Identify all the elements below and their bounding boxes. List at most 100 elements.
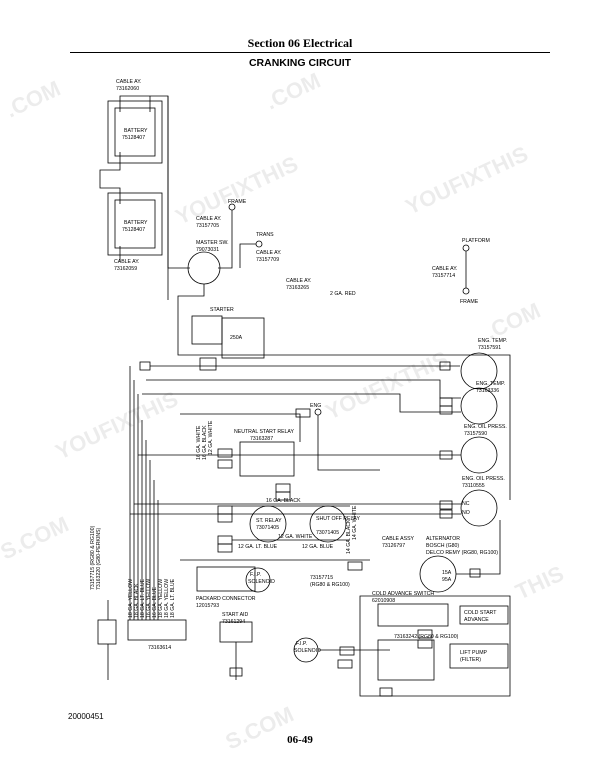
page-number: 06-49	[287, 734, 313, 746]
cold-start-label-a: COLD START	[464, 610, 497, 616]
section-header: Section 06 Electrical	[247, 36, 353, 50]
eng-oil-1-label: ENG. OIL PRESS.	[464, 424, 507, 430]
amp-15-label: 15A	[442, 570, 452, 576]
cable-ay-4-label: CABLE AY.	[256, 250, 281, 256]
battery-2-label: BATTERY	[124, 220, 148, 226]
diagram-title: CRANKING CIRCUIT	[248, 57, 352, 69]
wire-14-black-label: 14 GA. BLACK	[346, 519, 352, 554]
master-sw-pn: 79073031	[196, 247, 219, 253]
watermark-c: YOUFIXTHIS	[402, 141, 532, 219]
cable-ay-1-label: CABLE AY.	[116, 79, 141, 85]
amp-95-label: 95A	[442, 577, 452, 583]
frame-ground-1	[228, 203, 236, 211]
wire-12-blue-label: 12 GA. BLUE	[302, 544, 334, 550]
packard-pn: 12015793	[196, 603, 219, 609]
harness-v1-label: 73157715 (RG80 & RG100)	[90, 525, 96, 590]
wire-ltblue: 18 GA. LT. BLUE	[140, 578, 146, 618]
cable-ay-2-label: CABLE AY.	[114, 259, 139, 265]
connector-pn-label: 73163614	[148, 645, 171, 651]
fip-solenoid-2-label-a: F.I.P.	[296, 641, 307, 647]
red-2ga-label: 2 GA. RED	[330, 291, 356, 297]
eng-temp-2-label: ENG. TEMP.	[476, 381, 505, 387]
starter-label: STARTER	[210, 307, 234, 313]
cable-ay-5-pn: 73157714	[432, 273, 455, 279]
cold-start-label-b: ADVANCE	[464, 617, 489, 623]
lift-pump-label-a: LIFT PUMP	[460, 650, 488, 656]
cable-ay-3-label: CABLE AY.	[196, 216, 221, 222]
wire-v-16-black-label: 16 GA. BLACK	[202, 425, 208, 460]
frame-ground-2	[462, 287, 470, 295]
harness-v2-label: 73163220 (G80-PERKINS)	[96, 527, 102, 590]
wire-yellow-4: 18 GA. YELLOW	[164, 579, 170, 618]
cable-assy-pn: 73126797	[382, 543, 405, 549]
eng-oil-1-sender	[460, 436, 498, 474]
neutral-relay-pn: 73163287	[250, 436, 273, 442]
st-relay-pn: 73071405	[256, 525, 279, 531]
wire-black: 18 GA. BLACK	[134, 583, 140, 618]
battery-1	[107, 100, 163, 164]
eng-temp-1-sender	[460, 352, 498, 390]
wire-yellow-3: 18 GA. YELLOW	[158, 579, 164, 618]
lift-pump	[449, 643, 509, 669]
battery-1-pn: 75128407	[122, 135, 145, 141]
packard-connector	[127, 619, 187, 641]
eng-node	[314, 408, 322, 416]
alternator-b-label: BOSCH (G80)	[426, 543, 459, 549]
shutoff-relay	[309, 505, 347, 543]
fip-solenoid-2-label-b: SOLENOID	[294, 648, 321, 654]
starter-amp-label: 250A	[230, 335, 243, 341]
start-aid	[219, 621, 253, 643]
battery-2	[107, 192, 163, 256]
inline-connector	[97, 619, 117, 645]
wire-16-black-label: 16 GA. BLACK	[266, 498, 301, 504]
cold-start-advance	[459, 605, 509, 625]
no-label: NO	[462, 510, 470, 516]
watermark-f: THIS	[512, 561, 568, 605]
wire-yellow-2: 16 GA. YELLOW	[146, 579, 152, 618]
harness-73163242-label: 73163242 (RG80 & RG100)	[394, 634, 459, 640]
cable-ay-1-pn: 73162060	[116, 86, 139, 92]
battery-2-pn: 75128407	[122, 227, 145, 233]
cold-advance-pn: 62010908	[372, 598, 395, 604]
fip-solenoid-1-label-b: SOLENOID	[248, 579, 275, 585]
alternator-c-label: DELCO REMY (RG80, RG100)	[426, 550, 498, 556]
harness-73157715-b-label: (RG80 & RG100)	[310, 582, 350, 588]
cable-assy-label: CABLE ASSY	[382, 536, 415, 542]
wire-12-lt-blue-label: 12 GA. LT. BLUE	[238, 544, 278, 550]
eng-oil-2-label: ENG. OIL PRESS.	[462, 476, 505, 482]
wire-14-white-label: 14 GA. WHITE	[352, 505, 358, 540]
lift-pump-connector	[377, 639, 435, 681]
nc-label: NC	[462, 501, 470, 507]
master-sw-label: MASTER SW.	[196, 240, 229, 246]
header-rule	[70, 52, 550, 53]
cable-ay-4-pn: 73157709	[256, 257, 279, 263]
eng-temp-2-sender	[460, 387, 498, 425]
start-aid-label: START AID	[222, 612, 248, 618]
platform-ground	[462, 244, 470, 252]
wire-blue: 16 GA. BLUE	[152, 586, 158, 618]
eng-oil-2-pn: 73110555	[462, 483, 485, 489]
eng-oil-1-pn: 73157590	[464, 431, 487, 437]
cable-ay-6-label: CABLE AY.	[286, 278, 311, 284]
doc-number: 20000451	[68, 712, 104, 721]
watermark-g: .COM	[262, 68, 325, 115]
cable-ay-5-label: CABLE AY.	[432, 266, 457, 272]
harness-73157715-label: 73157715	[310, 575, 333, 581]
shutoff-relay-label: SHUT OFF RELAY	[316, 516, 360, 522]
fip-solenoid-1-connector	[196, 566, 256, 592]
cable-ay-6-pn: 73163265	[286, 285, 309, 291]
cable-ay-2-pn: 73162059	[114, 266, 137, 272]
eng-oil-2-sender	[460, 489, 498, 527]
frame-1-label: FRAME	[228, 199, 247, 205]
start-aid-pn: 73161294	[222, 619, 245, 625]
trans-ground	[255, 240, 263, 248]
watermark-b: YOUFIXTHIS	[172, 151, 302, 229]
battery-1-inner	[114, 107, 156, 157]
battery-1-label: BATTERY	[124, 128, 148, 134]
wire-yellow-1: 18 GA. YELLOW	[128, 579, 134, 618]
platform-label: PLATFORM	[462, 238, 490, 244]
watermark-d: YOUFIXTHIS	[52, 386, 182, 464]
eng-temp-1-pn: 73157591	[478, 345, 501, 351]
cable-ay-3-pn: 73157705	[196, 223, 219, 229]
